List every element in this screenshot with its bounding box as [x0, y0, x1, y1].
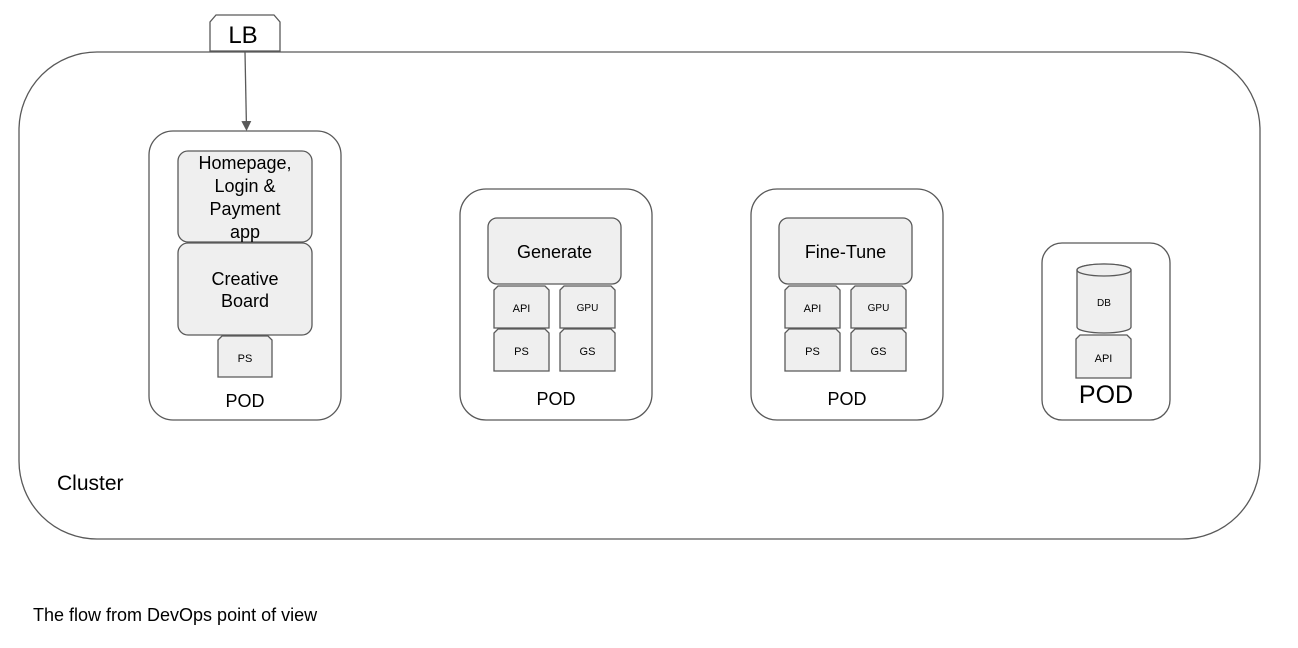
gpu-service-label: GPU — [577, 303, 599, 314]
label-line: Homepage, — [198, 153, 291, 173]
generate-app-label: Generate — [517, 242, 592, 262]
lb-to-pod-arrow — [241, 51, 252, 131]
gpu-service-box — [559, 285, 616, 329]
label-line: Login & — [214, 176, 275, 196]
fine-tune-app — [778, 217, 913, 285]
generate-app — [487, 217, 622, 285]
ps-service-label: PS — [514, 346, 529, 358]
gs-service-label: GS — [871, 346, 887, 358]
load-balancer-shape — [209, 14, 281, 52]
database-label: DB — [1097, 298, 1111, 309]
gs-service-box — [850, 328, 907, 372]
load-balancer-label: LB — [228, 22, 257, 49]
database-cylinder — [1076, 263, 1132, 334]
gs-service-label: GS — [580, 346, 596, 358]
creative-board-app — [177, 242, 313, 336]
fine-tune-app-label: Fine-Tune — [805, 242, 886, 262]
api-service-label: API — [804, 303, 822, 315]
homepage-login-payment-app — [177, 150, 313, 243]
label-line: Board — [221, 291, 269, 311]
ps-service-box — [784, 328, 841, 372]
pod-generate: Generate API GPU PS GS POD — [459, 188, 653, 421]
pod-label: POD — [225, 391, 264, 411]
ps-service-box — [493, 328, 550, 372]
api-service-box — [1075, 334, 1132, 379]
label-line: Creative — [211, 269, 278, 289]
cluster-label: Cluster — [57, 472, 124, 495]
architecture-diagram: Cluster LB Homepage, Login & Payment app Cr… — [18, 14, 1261, 540]
label-line: Payment — [209, 199, 280, 219]
api-service-box — [493, 285, 550, 329]
pod-label: POD — [536, 389, 575, 409]
ps-service-box — [217, 335, 273, 378]
pod-label: POD — [1079, 381, 1133, 409]
homepage-login-payment-app-label: Homepage, Login & Payment app — [198, 153, 291, 242]
pod-label: POD — [827, 389, 866, 409]
api-service-label: API — [513, 303, 531, 315]
ps-service-label: PS — [238, 353, 253, 365]
gpu-service-box — [850, 285, 907, 329]
diagram-caption: The flow from DevOps point of view — [33, 605, 318, 625]
api-service-label: API — [1095, 353, 1113, 365]
gs-service-box — [559, 328, 616, 372]
gpu-service-label: GPU — [868, 303, 890, 314]
database-cylinder-top — [1076, 263, 1132, 277]
load-balancer: LB — [209, 14, 281, 52]
api-service-box — [784, 285, 841, 329]
ps-service-label: PS — [805, 346, 820, 358]
pod-fine-tune: Fine-Tune API GPU PS GS POD — [750, 188, 944, 421]
label-line: app — [230, 222, 260, 242]
pod-database: DB API POD — [1041, 242, 1171, 421]
